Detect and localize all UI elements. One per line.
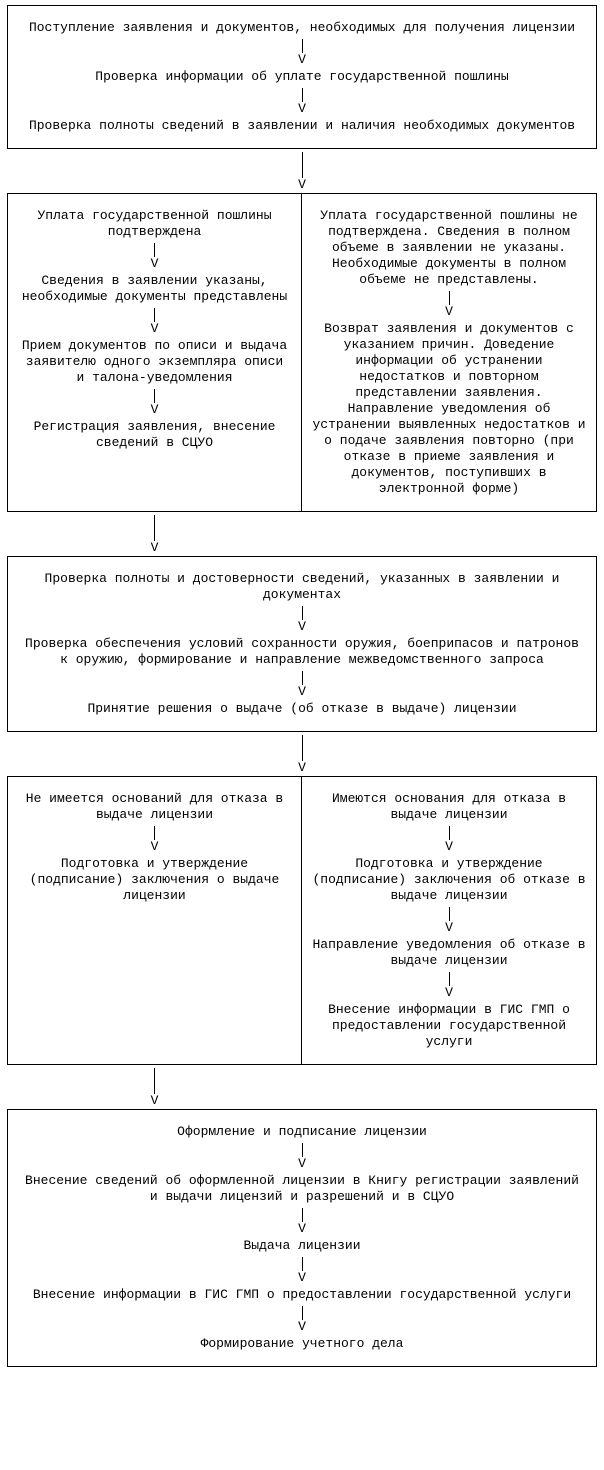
- arrow-down-icon: V: [14, 826, 295, 853]
- step-storage-conditions-check: Проверка обеспечения условий сохранности…: [25, 636, 579, 667]
- arrow-head: V: [298, 1319, 306, 1334]
- arrow-down-icon: V: [14, 1306, 590, 1333]
- arrow-line: [301, 88, 303, 102]
- license-process-flowchart: Поступление заявления и документов, необ…: [7, 5, 597, 1367]
- arrow-head: V: [298, 1221, 306, 1236]
- step-refusal-grounds: Имеются основания для отказа в выдаче ли…: [331, 791, 567, 822]
- arrow-head: V: [150, 1093, 159, 1108]
- arrow-head: V: [298, 760, 306, 775]
- arrow-down-icon: V: [308, 291, 590, 318]
- arrow-line: [301, 1306, 303, 1320]
- step-register-entry: Внесение сведений об оформленной лицензи…: [25, 1173, 579, 1204]
- arrow-line: [301, 671, 303, 685]
- arrow-head: V: [445, 985, 453, 1000]
- arrow-down-icon: V: [14, 606, 590, 633]
- arrow-head: V: [298, 52, 306, 67]
- arrow-line: [301, 1208, 303, 1222]
- arrow-line: [154, 1068, 155, 1094]
- arrow-line: [301, 735, 303, 761]
- branch-issue: Не имеется оснований для отказа в выдаче…: [8, 777, 302, 1064]
- arrow-head: V: [298, 177, 306, 192]
- arrow-line: [301, 1143, 303, 1157]
- arrow-down-icon: V: [7, 149, 597, 193]
- arrow-down-icon: V: [14, 1143, 590, 1170]
- arrow-down-icon: V: [7, 1065, 302, 1109]
- arrow-down-icon: V: [14, 389, 295, 416]
- arrow-down-icon: V: [14, 39, 590, 66]
- arrow-line: [448, 907, 450, 921]
- step-refusal-conclusion: Подготовка и утверждение (подписание) за…: [312, 856, 586, 903]
- arrow-down-icon: V: [7, 732, 597, 776]
- branch-returned: Уплата государственной пошлины не подтве…: [302, 194, 596, 511]
- block-application-intake: Поступление заявления и документов, необ…: [7, 5, 597, 149]
- arrow-head: V: [150, 540, 159, 555]
- arrow-head: V: [298, 101, 306, 116]
- arrow-line: [448, 826, 450, 840]
- arrow-down-icon: V: [14, 671, 590, 698]
- arrow-line: [301, 39, 303, 53]
- step-completeness-check: Проверка полноты сведений в заявлении и …: [28, 118, 576, 133]
- arrow-line: [448, 291, 450, 305]
- arrow-head: V: [298, 684, 306, 699]
- arrow-head: V: [298, 1270, 306, 1285]
- arrow-down-icon: V: [14, 1208, 590, 1235]
- arrow-line: [154, 308, 155, 322]
- block-check-outcomes: Уплата государственной пошлины подтвержд…: [7, 193, 597, 512]
- arrow-line: [301, 152, 303, 178]
- arrow-line: [154, 826, 155, 840]
- arrow-down-icon: V: [308, 826, 590, 853]
- step-info-provided: Сведения в заявлении указаны, необходимы…: [21, 273, 288, 304]
- step-issue-conclusion: Подготовка и утверждение (подписание) за…: [29, 856, 280, 903]
- step-fee-confirmed: Уплата государственной пошлины подтвержд…: [37, 208, 272, 239]
- arrow-head: V: [445, 839, 453, 854]
- step-decision-making: Принятие решения о выдаче (об отказе в в…: [87, 701, 517, 716]
- step-gis-gmp-entry: Внесение информации в ГИС ГМП о предоста…: [328, 1002, 570, 1049]
- arrow-head: V: [298, 1156, 306, 1171]
- arrow-head: V: [150, 839, 159, 854]
- arrow-down-icon: V: [14, 243, 295, 270]
- arrow-down-icon: V: [7, 512, 302, 556]
- block-decision: Не имеется оснований для отказа в выдаче…: [7, 776, 597, 1065]
- step-fee-not-confirmed: Уплата государственной пошлины не подтве…: [320, 208, 578, 287]
- arrow-down-icon: V: [14, 88, 590, 115]
- branch-accepted: Уплата государственной пошлины подтвержд…: [8, 194, 302, 511]
- arrow-down-icon: V: [308, 907, 590, 934]
- step-gis-gmp-entry-final: Внесение информации в ГИС ГМП о предоста…: [32, 1287, 572, 1302]
- arrow-head: V: [298, 619, 306, 634]
- step-application-registration: Регистрация заявления, внесение сведений…: [33, 419, 276, 450]
- arrow-line: [154, 515, 155, 541]
- arrow-line: [301, 606, 303, 620]
- step-application-received: Поступление заявления и документов, необ…: [28, 20, 576, 35]
- arrow-head: V: [445, 920, 453, 935]
- step-no-refusal-grounds: Не имеется оснований для отказа в выдаче…: [25, 791, 284, 822]
- arrow-head: V: [445, 304, 453, 319]
- arrow-line: [154, 389, 155, 403]
- step-case-file-formation: Формирование учетного дела: [200, 1336, 404, 1351]
- arrow-line: [448, 972, 450, 986]
- arrow-line: [301, 1257, 303, 1271]
- step-documents-acceptance: Прием документов по описи и выдача заяви…: [21, 338, 288, 385]
- arrow-down-icon: V: [14, 1257, 590, 1284]
- arrow-line: [154, 243, 155, 257]
- step-application-return: Возврат заявления и документов с указани…: [312, 321, 586, 496]
- arrow-head: V: [150, 402, 159, 417]
- step-refusal-notification: Направление уведомления об отказе в выда…: [312, 937, 586, 968]
- step-license-signing: Оформление и подписание лицензии: [177, 1124, 427, 1139]
- arrow-down-icon: V: [14, 308, 295, 335]
- block-verification: Проверка полноты и достоверности сведени…: [7, 556, 597, 732]
- step-fee-payment-check: Проверка информации об уплате государств…: [95, 69, 509, 84]
- arrow-head: V: [150, 321, 159, 336]
- block-issuance: Оформление и подписание лицензии V Внесе…: [7, 1109, 597, 1367]
- arrow-down-icon: V: [308, 972, 590, 999]
- arrow-head: V: [150, 256, 159, 271]
- step-license-issue: Выдача лицензии: [243, 1238, 361, 1253]
- step-accuracy-check: Проверка полноты и достоверности сведени…: [44, 571, 560, 602]
- branch-refusal: Имеются основания для отказа в выдаче ли…: [302, 777, 596, 1064]
